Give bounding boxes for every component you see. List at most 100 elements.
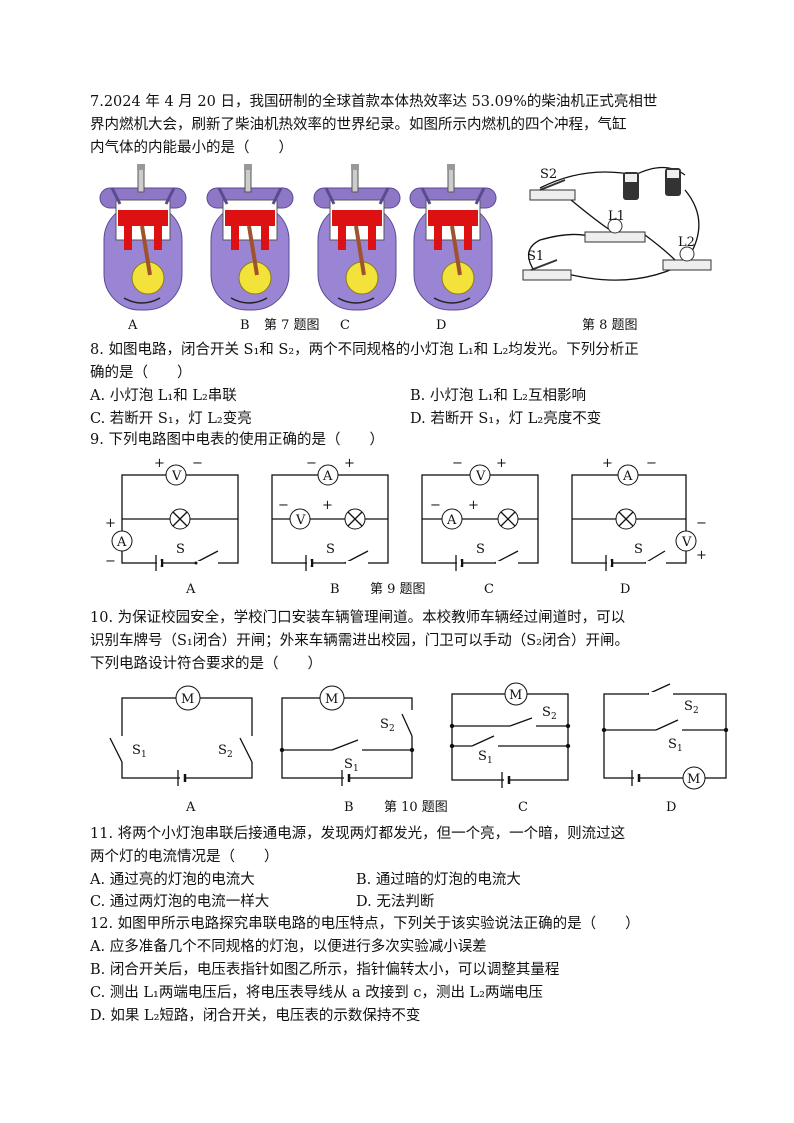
q12-option-b: B. 闭合开关后，电压表指针如图乙所示，指针偏转太小，可以调整其量程 (90, 962, 560, 978)
engine-d (408, 162, 498, 312)
q10-line-2: 识别车牌号（S₁闭合）开闸；外来车辆需进出校园，门卫可以手动（S₂闭合）开闸。 (90, 633, 629, 649)
svg-text:1: 1 (141, 750, 147, 760)
q11-option-d: D. 无法判断 (356, 894, 435, 910)
svg-text:−: − (696, 516, 707, 531)
q9-circuit-a: V + − A + − S (105, 456, 239, 571)
svg-text:−: − (105, 554, 116, 569)
svg-text:2: 2 (389, 724, 395, 734)
q10-caption: 第 10 题图 (384, 800, 448, 815)
q8-option-b: B. 小灯泡 L₁和 L₂互相影响 (410, 388, 586, 404)
engine-label-c: C (340, 318, 350, 333)
svg-text:−: − (646, 456, 657, 471)
q10-circuit-b: M S 1 S 2 (279, 685, 416, 786)
svg-text:S: S (344, 757, 353, 772)
fig8-label-s2: S2 (540, 167, 557, 182)
svg-text:−: − (430, 498, 441, 513)
engine-label-a: A (128, 318, 138, 333)
svg-text:1: 1 (487, 756, 493, 766)
q8-option-c: C. 若断开 S₁，灯 L₂变亮 (90, 411, 252, 427)
engine-c (312, 162, 402, 312)
q11-option-b: B. 通过暗的灯泡的电流大 (356, 872, 521, 888)
svg-text:S: S (132, 743, 141, 758)
q11-option-c: C. 通过两灯泡的电流一样大 (90, 894, 270, 910)
q8-line-2: 确的是（ ） (90, 365, 192, 381)
q7-line-3: 内气体的内能最小的是（ ） (90, 140, 293, 156)
svg-text:+: + (496, 456, 507, 471)
svg-text:−: − (452, 456, 463, 471)
svg-text:S: S (634, 542, 643, 557)
engine-label-b: B (240, 318, 250, 333)
fig8-caption: 第 8 题图 (582, 318, 638, 333)
svg-text:+: + (602, 456, 613, 471)
q10-circuit-a: M S 1 S 2 (109, 685, 256, 786)
fig8-circuit: S2 L1 L2 S1 (522, 166, 712, 281)
fig7-caption: 第 7 题图 (264, 318, 320, 333)
q9-circuits: V + − A + − S A − + V − + S (105, 456, 707, 571)
q9-label-b: B (330, 582, 340, 597)
q9-label-a: A (186, 582, 196, 597)
svg-text:1: 1 (353, 764, 359, 774)
svg-text:S: S (668, 737, 677, 752)
svg-text:+: + (105, 516, 116, 531)
engine-b (205, 162, 295, 312)
q10-circuit-c: M S 2 S 1 (449, 682, 571, 788)
q7-line-2: 界内燃机大会，刷新了柴油机热效率的世界纪录。如图所示内燃机的四个冲程，气缸 (90, 117, 627, 133)
svg-text:V: V (475, 469, 486, 484)
svg-text:M: M (687, 772, 700, 787)
fig8-label-s1: S1 (527, 249, 544, 264)
svg-text:S: S (478, 749, 487, 764)
q9-caption: 第 9 题图 (370, 582, 426, 597)
svg-text:S: S (380, 717, 389, 732)
q9-stem: 9. 下列电路图中电表的使用正确的是（ ） (90, 432, 384, 448)
svg-text:V: V (295, 513, 306, 528)
svg-text:S: S (326, 542, 335, 557)
svg-text:−: − (306, 456, 317, 471)
svg-text:S: S (176, 542, 185, 557)
engine-figure (98, 162, 498, 312)
q10-circuits: M S 1 S 2 M S 1 S 2 M (109, 682, 729, 790)
q11-line-1: 11. 将两个小灯泡串联后接通电源，发现两灯都发光，但一个亮，一个暗，则流过这 (90, 826, 626, 842)
q10-circuit-d: S 2 S 1 M (601, 683, 729, 790)
q11-line-2: 两个灯的电流情况是（ ） (90, 849, 279, 865)
q9-label-d: D (620, 582, 631, 597)
svg-text:A: A (446, 513, 457, 528)
q9-circuit-b: A − + V − + S (271, 456, 389, 571)
q10-label-b: B (344, 800, 354, 815)
q9-label-c: C (484, 582, 494, 597)
fig8-label-l2: L2 (678, 235, 695, 250)
svg-text:M: M (181, 692, 194, 707)
engine-a (98, 162, 188, 312)
q11-option-a: A. 通过亮的灯泡的电流大 (90, 872, 255, 888)
svg-text:+: + (322, 498, 333, 513)
q12-option-c: C. 测出 L₁两端电压后，将电压表导线从 a 改接到 c，测出 L₂两端电压 (90, 985, 543, 1001)
svg-text:S: S (542, 705, 551, 720)
svg-text:+: + (344, 456, 355, 471)
q9a-voltmeter: V (171, 469, 182, 484)
svg-text:V: V (681, 535, 692, 550)
q10-line-3: 下列电路设计符合要求的是（ ） (90, 656, 322, 672)
svg-text:A: A (322, 469, 333, 484)
engine-label-d: D (436, 318, 447, 333)
q12-option-d: D. 如果 L₂短路，闭合开关，电压表的示数保持不变 (90, 1008, 421, 1024)
q10-line-1: 10. 为保证校园安全，学校门口安装车辆管理闸道。本校教师车辆经过闸道时，可以 (90, 610, 626, 626)
svg-text:S: S (684, 699, 693, 714)
svg-text:+: + (696, 548, 707, 563)
svg-text:+: + (468, 498, 479, 513)
q10-label-c: C (518, 800, 528, 815)
svg-text:S: S (218, 743, 227, 758)
q8-line-1: 8. 如图电路，闭合开关 S₁和 S₂，两个不同规格的小灯泡 L₁和 L₂均发光… (90, 342, 639, 358)
q9-circuit-d: A + − V − + S (571, 456, 707, 571)
q9a-plus: + (154, 456, 165, 471)
svg-text:−: − (278, 498, 289, 513)
svg-text:S: S (476, 542, 485, 557)
q8-option-d: D. 若断开 S₁，灯 L₂亮度不变 (410, 411, 602, 427)
q12-stem: 12. 如图甲所示电路探究串联电路的电压特点，下列关于该实验说法正确的是（ ） (90, 916, 640, 932)
q10-label-d: D (666, 800, 677, 815)
q10-label-a: A (186, 800, 196, 815)
svg-text:2: 2 (227, 750, 233, 760)
svg-text:M: M (509, 688, 522, 703)
svg-text:A: A (622, 469, 633, 484)
q9a-minus: − (192, 456, 203, 471)
q9a-ammeter: A (116, 535, 127, 550)
svg-text:2: 2 (693, 706, 699, 716)
